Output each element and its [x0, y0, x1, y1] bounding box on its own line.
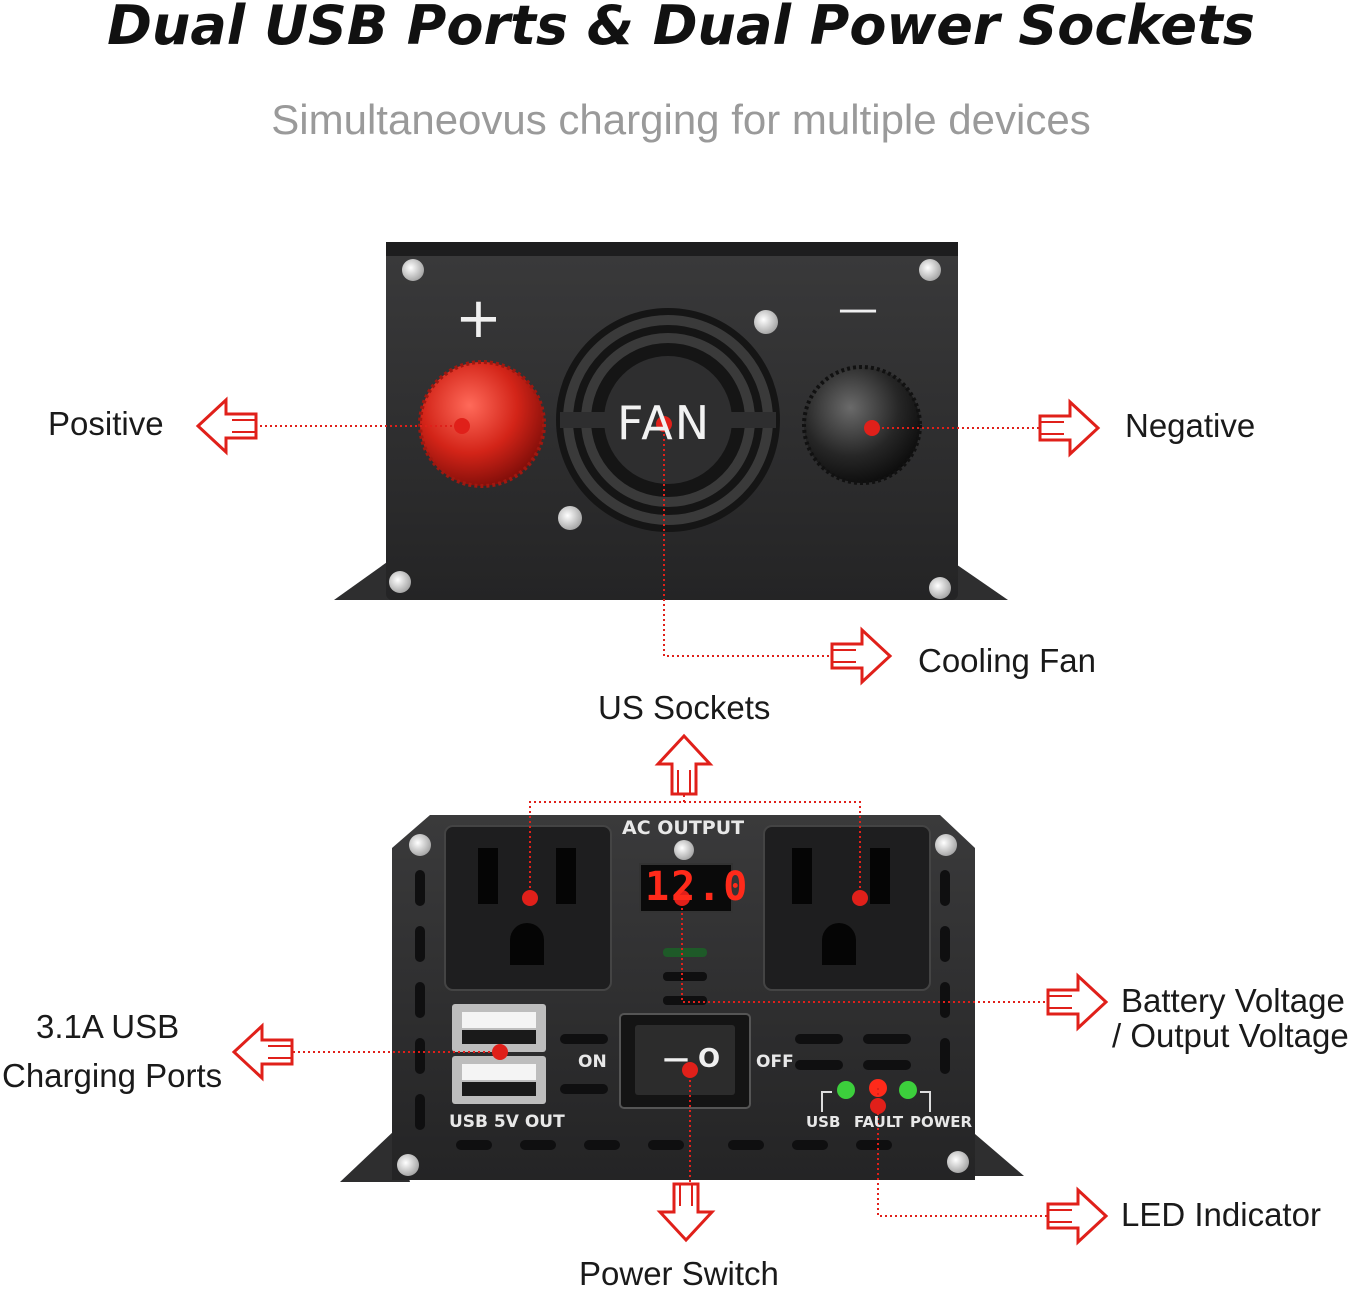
voltage-display: 12.0	[645, 864, 750, 910]
top-device-foot-left	[334, 560, 400, 600]
switch-on-label: ON	[578, 1052, 607, 1072]
arrow-up-icon	[654, 733, 714, 796]
us-socket-right	[763, 825, 931, 991]
led-usb-label: USB	[806, 1113, 841, 1131]
power-switch	[619, 1013, 751, 1109]
callout-negative: Negative	[1125, 407, 1256, 444]
screw	[409, 834, 431, 856]
led-fault-label: FAULT	[854, 1113, 904, 1131]
arrow-right-icon	[1046, 1186, 1109, 1246]
switch-face-label: — O	[663, 1044, 721, 1074]
negative-terminal	[802, 365, 922, 485]
led-power-label: POWER	[910, 1113, 973, 1131]
screw	[919, 259, 941, 281]
callout-dot-socket-left	[522, 890, 538, 906]
arrow-right-icon	[1038, 398, 1101, 458]
callout-battery-voltage: Battery Voltage	[1121, 982, 1345, 1019]
screw	[674, 840, 694, 860]
screw	[558, 506, 582, 530]
usb-port-upper	[452, 1004, 546, 1052]
usb-port-lower	[452, 1056, 546, 1104]
callout-dot-display	[674, 890, 690, 906]
screw	[402, 259, 424, 281]
page-subtitle: Simultaneovus charging for multiple devi…	[271, 96, 1091, 143]
ac-output-label: AC OUTPUT	[622, 817, 745, 839]
callout-dot-positive	[454, 418, 470, 434]
callout-led-indicator: LED Indicator	[1121, 1196, 1321, 1233]
arrow-left-icon	[231, 1022, 294, 1082]
arrow-right-icon	[1046, 972, 1109, 1032]
top-device-foot-right	[945, 560, 1008, 600]
screw	[929, 577, 951, 599]
arrow-down-icon	[656, 1182, 716, 1243]
callout-charging-ports: Charging Ports	[2, 1057, 223, 1094]
callout-dot-negative	[864, 420, 880, 436]
callout-dot-switch	[682, 1062, 698, 1078]
led-power	[899, 1081, 917, 1099]
screw	[389, 571, 411, 593]
led-bar	[663, 948, 707, 957]
led-usb	[837, 1081, 855, 1099]
fan-label: FAN	[617, 396, 712, 450]
callout-dot-fan	[656, 416, 672, 432]
switch-off-label: OFF	[756, 1052, 794, 1072]
callout-us-sockets: US Sockets	[598, 689, 771, 726]
callout-power-switch: Power Switch	[579, 1255, 779, 1292]
page-title: Dual USB Ports & Dual Power Sockets	[107, 0, 1255, 57]
screw	[935, 834, 957, 856]
arrow-right-icon	[830, 626, 893, 686]
callout-dot-usb	[492, 1044, 508, 1060]
arrow-left-icon	[195, 396, 258, 456]
minus-sign: —	[838, 286, 878, 332]
screw	[947, 1151, 969, 1173]
plus-sign: +	[455, 286, 502, 351]
positive-terminal	[418, 360, 546, 488]
screw	[397, 1154, 419, 1176]
screw	[754, 310, 778, 334]
callout-dot-socket-right	[852, 890, 868, 906]
callout-usb-ports: 3.1A USB	[36, 1008, 180, 1045]
callout-cooling-fan: Cooling Fan	[918, 642, 1096, 679]
us-socket-left	[444, 825, 612, 991]
callout-dot-led	[870, 1098, 886, 1114]
usb-out-label: USB 5V OUT	[449, 1112, 565, 1132]
callout-output-voltage: / Output Voltage	[1112, 1017, 1349, 1054]
callout-positive: Positive	[48, 405, 164, 442]
